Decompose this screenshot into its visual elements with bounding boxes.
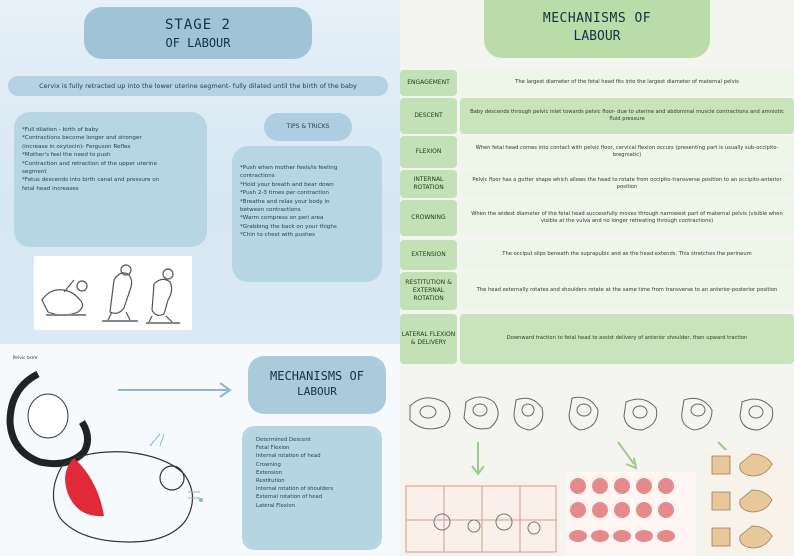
crowning-sequence-panel — [404, 482, 560, 556]
mechanisms-title-line1: MECHANISMS OF — [542, 11, 652, 26]
mechanism-description: The occiput slips beneath the suprapubic… — [460, 240, 794, 270]
tip-item: *Breathe and relax your body in — [240, 198, 330, 205]
uterus-highlight — [65, 458, 104, 517]
mechanism-list-item: Internal rotation of shoulders — [256, 486, 334, 493]
mechanisms-poster: MECHANISMS OF LABOUR ENGAGEMENT The larg… — [400, 0, 794, 556]
tip-item: contractions — [240, 173, 275, 180]
pelvis-label: Pelvic brim — [12, 356, 38, 361]
stage2-fact: fetal head increases — [22, 185, 79, 192]
mechanisms-title-left: MECHANISMS OF LABOUR — [248, 356, 386, 414]
mechanism-row-lateral-flexion: LATERAL FLEXION & DELIVERY Downward trac… — [400, 314, 794, 364]
mechanism-list-item: External rotation of head — [256, 494, 323, 501]
restitution-sequence-figure — [711, 453, 773, 549]
mechanism-row-extension: EXTENSION The occiput slips beneath the … — [400, 240, 794, 270]
mechanism-list-item: Determined Descent — [256, 437, 311, 443]
pushing-positions-figure — [41, 264, 180, 325]
mechanism-name: INTERNAL ROTATION — [400, 170, 457, 198]
tips-title: TIPS & TRICKS — [264, 113, 352, 141]
mechanism-name: DESCENT — [400, 98, 457, 134]
mechanism-list-item: Restitution — [256, 478, 285, 485]
tip-item: *Push 2-3 times per contraction — [240, 190, 329, 197]
mechanism-list-item: Fetal Flexion — [256, 445, 290, 452]
mechanism-row-engagement: ENGAGEMENT The largest diameter of the f… — [400, 70, 794, 96]
mechanism-name: ENGAGEMENT — [400, 70, 457, 96]
stage2-title-line2: OF LABOUR — [165, 36, 231, 50]
mechanism-description: The head externally rotates and shoulder… — [460, 272, 794, 310]
pelvis-descent-diagram — [6, 370, 232, 543]
mechanism-description: When fetal head comes into contact with … — [460, 136, 794, 168]
mechanism-name: LATERAL FLEXION & DELIVERY — [400, 314, 457, 364]
fetal-head — [27, 393, 69, 439]
mechanisms-title-left-line2: LABOUR — [297, 385, 337, 398]
mechanisms-title-left-line1: MECHANISMS OF — [270, 369, 364, 383]
tip-item: *Hold your breath and bear down — [240, 181, 334, 188]
fetal-position-sketches — [409, 396, 774, 431]
pelvis-outline — [6, 370, 91, 468]
mechanism-row-restitution: RESTITUTION & EXTERNAL ROTATION The head… — [400, 272, 794, 310]
stage2-fact: *Full dilation - birth of baby — [22, 127, 99, 133]
tip-item: *Grabbing the back on your thighs — [240, 223, 337, 230]
restitution-sequence-panel — [704, 450, 794, 556]
mechanism-row-internal-rotation: INTERNAL ROTATION Pelvic floor has a gut… — [400, 170, 794, 198]
tips-card: *Push when mother feels/is feeling contr… — [232, 146, 382, 282]
stage2-poster: STAGE 2 OF LABOUR Cervix is fully retrac… — [0, 0, 400, 556]
mechanism-list-item: Extension — [256, 469, 283, 476]
mechanism-name: CROWNING — [400, 200, 457, 236]
mechanism-description: Downward traction to fetal head to assis… — [460, 314, 794, 364]
stage2-fact: segment — [22, 169, 47, 176]
mechanism-list-item: Internal rotation of head — [256, 453, 321, 460]
mechanism-row-descent: DESCENT Baby descends through pelvic inl… — [400, 98, 794, 134]
mechanism-name: EXTENSION — [400, 240, 457, 270]
mechanism-description: The largest diameter of the fetal head f… — [460, 70, 794, 96]
mechanism-list-item: Lateral Flexion — [256, 502, 295, 509]
crowning-sequence-figure — [405, 485, 557, 553]
mechanisms-title: MECHANISMS OF LABOUR — [484, 0, 710, 58]
rotation-sequence-figure — [569, 478, 675, 542]
mechanism-description: Baby descends through pelvic inlet towar… — [460, 98, 794, 134]
mechanism-name: RESTITUTION & EXTERNAL ROTATION — [400, 272, 457, 310]
tip-item: between contractions — [240, 207, 301, 214]
rotation-sequence-panel — [566, 472, 696, 556]
tip-item: *Push when mother feels/is feeling — [240, 165, 338, 171]
mechanism-description: When the widest diameter of the fetal he… — [460, 200, 794, 236]
mechanism-list-card: Determined Descent Fetal Flexion Interna… — [242, 426, 382, 550]
birth-canal-figure — [52, 433, 203, 543]
tip-item: *Chin to chest with pushes — [240, 232, 316, 239]
mechanism-list-item: Crowning — [256, 461, 281, 468]
mechanism-description: Pelvic floor has a gutter shape which al… — [460, 170, 794, 198]
stage2-fact: *Mother's feel the need to push — [22, 152, 111, 159]
stage2-title: STAGE 2 OF LABOUR — [84, 7, 312, 59]
mechanism-name: FLEXION — [400, 136, 457, 168]
mechanisms-title-line2: LABOUR — [573, 29, 621, 44]
mechanism-row-crowning: CROWNING When the widest diameter of the… — [400, 200, 794, 236]
stage2-fact: *Fetus descends into birth canal and pre… — [22, 177, 160, 184]
cervix-note: Cervix is fully retracted up into the lo… — [8, 76, 388, 96]
stage2-fact: *Contractions become longer and stronger — [22, 135, 142, 142]
stage2-facts-card: *Full dilation - birth of baby *Contract… — [14, 112, 207, 247]
stage2-title-line1: STAGE 2 — [164, 17, 231, 33]
stage2-fact: *Contraction and retraction of the upper… — [22, 160, 157, 167]
arrow-head-icon — [219, 382, 232, 398]
stage2-fact: (increase in oxytocin)- Ferguson Reflex — [22, 143, 131, 150]
mechanism-row-flexion: FLEXION When fetal head comes into conta… — [400, 136, 794, 168]
tip-item: *Warm compress on peri area — [240, 215, 324, 222]
pushing-positions-illustration — [34, 256, 192, 330]
